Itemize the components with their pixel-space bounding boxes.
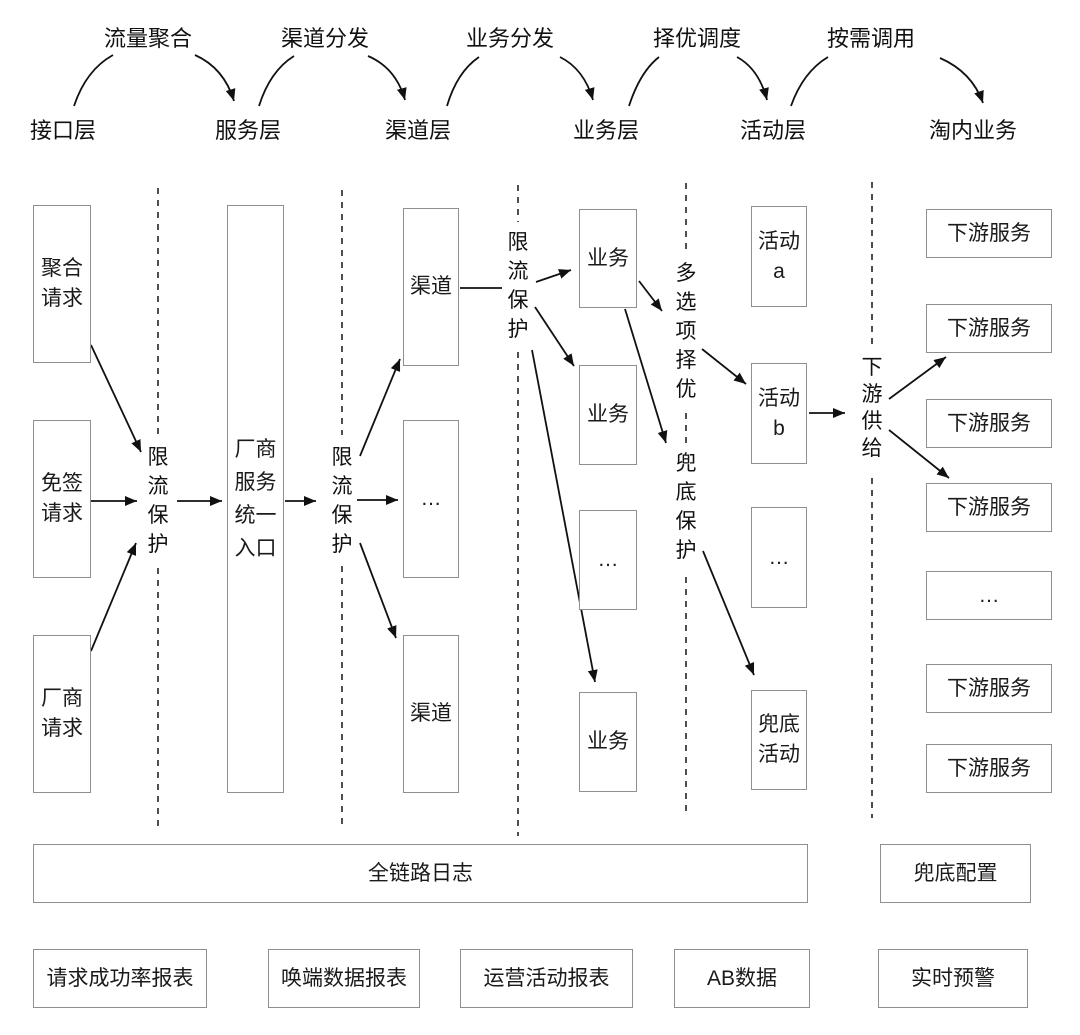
arc-to-activity <box>736 56 769 101</box>
box-aggregate-request: 聚合 请求 <box>33 205 91 363</box>
arrow-ratelimit2-to-channel1 <box>359 358 401 457</box>
box-fallback-config: 兜底配置 <box>880 844 1031 903</box>
box-business-3: 业务 <box>579 692 637 792</box>
layer-label-interface: 接口层 <box>29 118 97 143</box>
edge-label-traffic-aggregation: 流量聚合 <box>103 26 193 51</box>
arc-channel-up <box>446 56 480 107</box>
box-activity-ellipsis: … <box>751 507 807 608</box>
box-vendor-service-entry: 厂商 服务 统一 入口 <box>227 205 284 793</box>
box-vendor-request: 厂商 请求 <box>33 635 91 793</box>
arc-to-channel <box>367 55 407 101</box>
gate-fallback-protect: 兜底保护 <box>675 452 697 562</box>
edge-label-optimal-scheduling: 择优调度 <box>652 26 742 51</box>
layer-label-service: 服务层 <box>214 118 282 143</box>
edge-label-business-dispatch: 业务分发 <box>465 26 555 51</box>
box-channel-1: 渠道 <box>403 208 459 366</box>
arc-activity-up <box>790 56 829 107</box>
arrow-vendorreq-to-ratelimit1 <box>90 542 137 652</box>
arrow-multichoice-to-activityb <box>701 348 747 385</box>
box-report-operation-activity: 运营活动报表 <box>460 949 633 1008</box>
arrow-fallbackprotect-to-fallbackactivity <box>702 550 755 676</box>
box-downstream-service-2: 下游服务 <box>926 304 1052 353</box>
box-fallback-activity: 兜底 活动 <box>751 690 807 790</box>
arc-business-up <box>628 56 660 107</box>
box-channel-ellipsis: … <box>403 420 459 578</box>
box-report-realtime-alert: 实时预警 <box>878 949 1028 1008</box>
dashed-dividers <box>157 182 873 836</box>
arrows <box>90 269 950 683</box>
gate-rate-limit-1: 限流保护 <box>147 446 169 556</box>
gate-multi-choice-select: 多选项择优 <box>675 262 697 401</box>
arc-to-business <box>559 56 595 101</box>
box-report-app-wake-data: 唤端数据报表 <box>268 949 420 1008</box>
gate-downstream-supply: 下游供给 <box>861 356 883 460</box>
flow-arcs <box>73 54 984 107</box>
edge-label-on-demand-call: 按需调用 <box>826 26 916 51</box>
arrow-supply-to-service2 <box>888 356 947 400</box>
layer-label-taobao-business: 淘内业务 <box>928 118 1018 143</box>
box-report-request-success-rate: 请求成功率报表 <box>33 949 207 1008</box>
box-activity-a: 活动 a <box>751 206 807 307</box>
box-downstream-service-5: 下游服务 <box>926 664 1052 713</box>
arrow-ratelimit3-to-business4 <box>531 349 598 683</box>
arc-to-service <box>194 54 236 102</box>
arc-service-up <box>258 55 295 107</box>
box-signfree-request: 免签 请求 <box>33 420 91 578</box>
arrow-ratelimit3-to-business2 <box>534 306 575 367</box>
edge-label-channel-dispatch: 渠道分发 <box>280 26 370 51</box>
gate-rate-limit-2: 限流保护 <box>331 446 353 556</box>
arrow-ratelimit2-to-channel3 <box>359 542 397 639</box>
box-full-link-log: 全链路日志 <box>33 844 808 903</box>
layer-label-business: 业务层 <box>572 118 640 143</box>
box-business-ellipsis: … <box>579 510 637 610</box>
box-downstream-service-1: 下游服务 <box>926 209 1052 258</box>
box-downstream-service-4: 下游服务 <box>926 483 1052 532</box>
box-downstream-service-6: 下游服务 <box>926 744 1052 793</box>
box-downstream-ellipsis: … <box>926 571 1052 620</box>
gate-rate-limit-3: 限流保护 <box>507 231 529 341</box>
layer-label-activity: 活动层 <box>739 118 807 143</box>
arrow-business1-to-multichoice <box>638 280 663 312</box>
arrow-aggregate-to-ratelimit1 <box>90 344 142 453</box>
box-business-2: 业务 <box>579 365 637 465</box>
arrow-supply-to-service4 <box>888 429 950 479</box>
arrow-ratelimit3-to-business1 <box>535 269 572 283</box>
box-report-ab-data: AB数据 <box>674 949 810 1008</box>
arc-interface-up <box>73 54 114 107</box>
box-downstream-service-3: 下游服务 <box>926 399 1052 448</box>
layer-label-channel: 渠道层 <box>384 118 452 143</box>
arc-to-taobao <box>939 57 984 104</box>
box-business-1: 业务 <box>579 209 637 308</box>
box-activity-b: 活动 b <box>751 363 807 464</box>
arrow-business1-to-fallbackprotect <box>624 308 668 444</box>
box-channel-2: 渠道 <box>403 635 459 793</box>
